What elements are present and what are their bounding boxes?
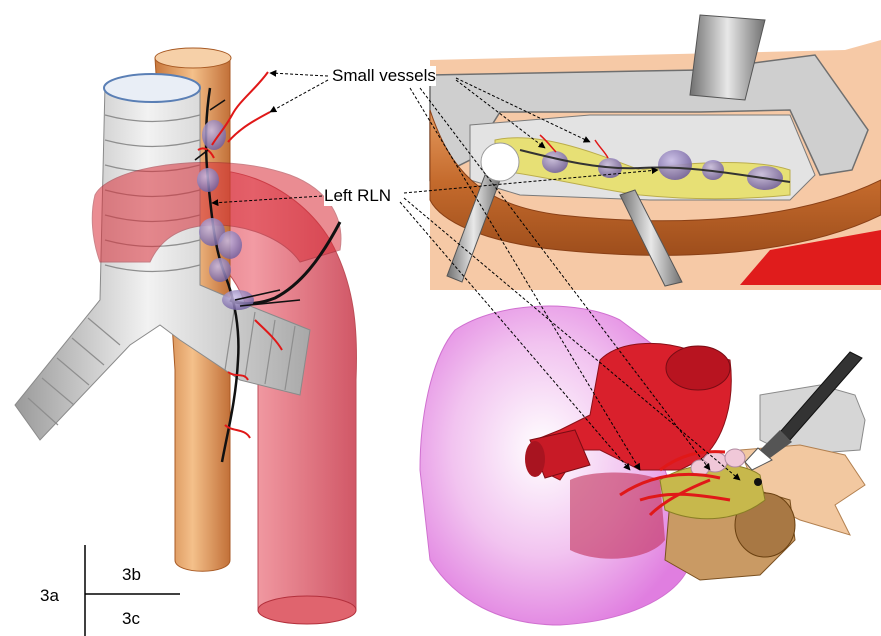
esophagus-top-opening bbox=[155, 48, 231, 68]
panel-3b-surgical-view bbox=[430, 15, 881, 290]
panel-label-3c: 3c bbox=[122, 609, 140, 629]
panel-3a-mediastinum bbox=[15, 48, 357, 624]
white-ball-instrument-tip bbox=[481, 143, 519, 181]
panel-label-3b: 3b bbox=[122, 565, 141, 585]
trachea-top-opening bbox=[104, 74, 200, 102]
aorta-opening-3c bbox=[666, 346, 730, 390]
branch-opening-3c bbox=[525, 441, 545, 477]
label-left-rln: Left RLN bbox=[324, 186, 391, 206]
panel-label-3a: 3a bbox=[40, 586, 59, 606]
aorta-bottom-opening bbox=[258, 596, 356, 624]
panel-3c-3d-view bbox=[420, 306, 865, 625]
label-small-vessels: Small vessels bbox=[332, 66, 436, 86]
black-clip-3c bbox=[754, 478, 762, 486]
